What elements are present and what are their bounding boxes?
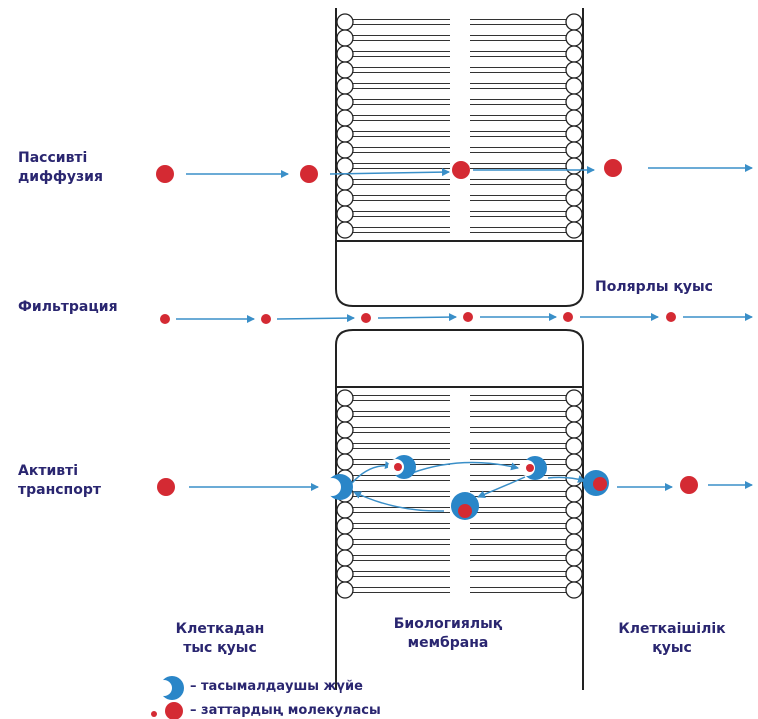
legend-molecule-text: – заттардың молекуласы xyxy=(190,703,381,718)
lipid-head xyxy=(565,29,583,47)
lipid-head xyxy=(565,485,583,503)
extracellular-space-label: Клеткадан тыс қуыс xyxy=(160,620,280,658)
lipid-head xyxy=(336,29,354,47)
active-transport-pathway xyxy=(157,455,753,520)
lipid-head xyxy=(336,549,354,567)
lipid-head xyxy=(336,517,354,535)
lipid-head xyxy=(565,157,583,175)
biological-membrane-label-line1: Биологиялық xyxy=(393,616,503,632)
lipid-head xyxy=(565,221,583,239)
intracellular-space-label-line2: қуыс xyxy=(652,640,692,656)
intracellular-space-label-line1: Клеткаішілік xyxy=(618,621,726,637)
lipid-head xyxy=(565,437,583,455)
carrier-crescent-icon xyxy=(388,455,416,479)
polar-space-label: Полярлы қуыс xyxy=(593,278,715,297)
carrier-crescent-icon xyxy=(323,474,353,500)
lipid-head xyxy=(336,405,354,423)
lipid-head xyxy=(565,389,583,407)
lipid-head xyxy=(565,125,583,143)
passive-diffusion-label-line2: диффузия xyxy=(18,169,103,185)
lipid-head xyxy=(565,205,583,223)
lipid-head xyxy=(565,109,583,127)
lipid-head xyxy=(336,453,354,471)
lipid-head xyxy=(336,45,354,63)
legend-carrier-icon xyxy=(156,676,184,700)
lipid-head xyxy=(565,453,583,471)
active-transport-label-line2: транспорт xyxy=(18,482,101,498)
carrier-crescent-icon xyxy=(519,456,547,480)
lipid-head xyxy=(336,141,354,159)
lipid-head xyxy=(336,389,354,407)
lipid-head xyxy=(565,501,583,519)
lipid-head xyxy=(565,581,583,599)
lipid-head xyxy=(565,13,583,31)
lipid-head xyxy=(565,421,583,439)
molecule-dot-icon xyxy=(452,161,470,179)
lipid-head xyxy=(565,565,583,583)
intracellular-space-label: Клеткаішілік қуыс xyxy=(612,620,732,658)
lipid-head xyxy=(565,549,583,567)
lipid-head xyxy=(336,61,354,79)
lipid-bilayer-upper xyxy=(336,13,583,239)
molecule-dot-icon xyxy=(604,159,622,177)
active-transport-label-line1: Активті xyxy=(18,463,79,479)
lipid-head xyxy=(336,437,354,455)
molecule-dot-icon xyxy=(156,165,174,183)
lipid-head xyxy=(565,45,583,63)
carrier-crescent-icon xyxy=(583,470,609,496)
legend-molecule-icon xyxy=(151,702,183,719)
lipid-head xyxy=(336,221,354,239)
molecule-dot-icon xyxy=(300,165,318,183)
lipid-head xyxy=(565,77,583,95)
biological-membrane-label: Биологиялық мембрана xyxy=(378,615,518,653)
lipid-head xyxy=(336,109,354,127)
molecule-dot-icon xyxy=(463,312,473,322)
lipid-head xyxy=(336,93,354,111)
lipid-head xyxy=(336,13,354,31)
lipid-head xyxy=(565,141,583,159)
legend-carrier-text: – тасымалдаушы жүйе xyxy=(190,679,363,694)
lipid-head xyxy=(336,581,354,599)
lipid-head xyxy=(565,405,583,423)
active-transport-label: Активті транспорт xyxy=(18,462,101,500)
filtration-pathway xyxy=(160,312,753,324)
lipid-head xyxy=(336,173,354,191)
molecule-dot-icon xyxy=(157,478,175,496)
passive-diffusion-label: Пассивті диффузия xyxy=(18,149,103,187)
lipid-head xyxy=(565,93,583,111)
filtration-label: Фильтрация xyxy=(18,299,118,315)
molecule-dot-icon xyxy=(680,476,698,494)
lipid-head xyxy=(565,517,583,535)
lipid-head xyxy=(565,61,583,79)
passive-diffusion-pathway xyxy=(156,159,753,183)
carrier-crescent-icon xyxy=(451,492,479,520)
lipid-head xyxy=(336,533,354,551)
passive-diffusion-label-line1: Пассивті xyxy=(18,150,88,166)
extracellular-space-label-line1: Клеткадан xyxy=(175,621,265,637)
molecule-dot-icon xyxy=(666,312,676,322)
lipid-head xyxy=(336,189,354,207)
molecule-dot-icon xyxy=(361,313,371,323)
lipid-head xyxy=(336,77,354,95)
lipid-head xyxy=(565,173,583,191)
lipid-head xyxy=(336,157,354,175)
lipid-head xyxy=(336,421,354,439)
biological-membrane-label-line2: мембрана xyxy=(407,635,489,651)
lipid-head xyxy=(336,205,354,223)
molecule-dot-icon xyxy=(261,314,271,324)
molecule-dot-icon xyxy=(160,314,170,324)
molecule-dot-icon xyxy=(563,312,573,322)
extracellular-space-label-line2: тыс қуыс xyxy=(183,640,257,656)
lipid-head xyxy=(565,533,583,551)
lipid-head xyxy=(336,125,354,143)
lipid-head xyxy=(336,501,354,519)
biological-membrane xyxy=(335,8,584,690)
lipid-head xyxy=(336,565,354,583)
lipid-head xyxy=(565,189,583,207)
